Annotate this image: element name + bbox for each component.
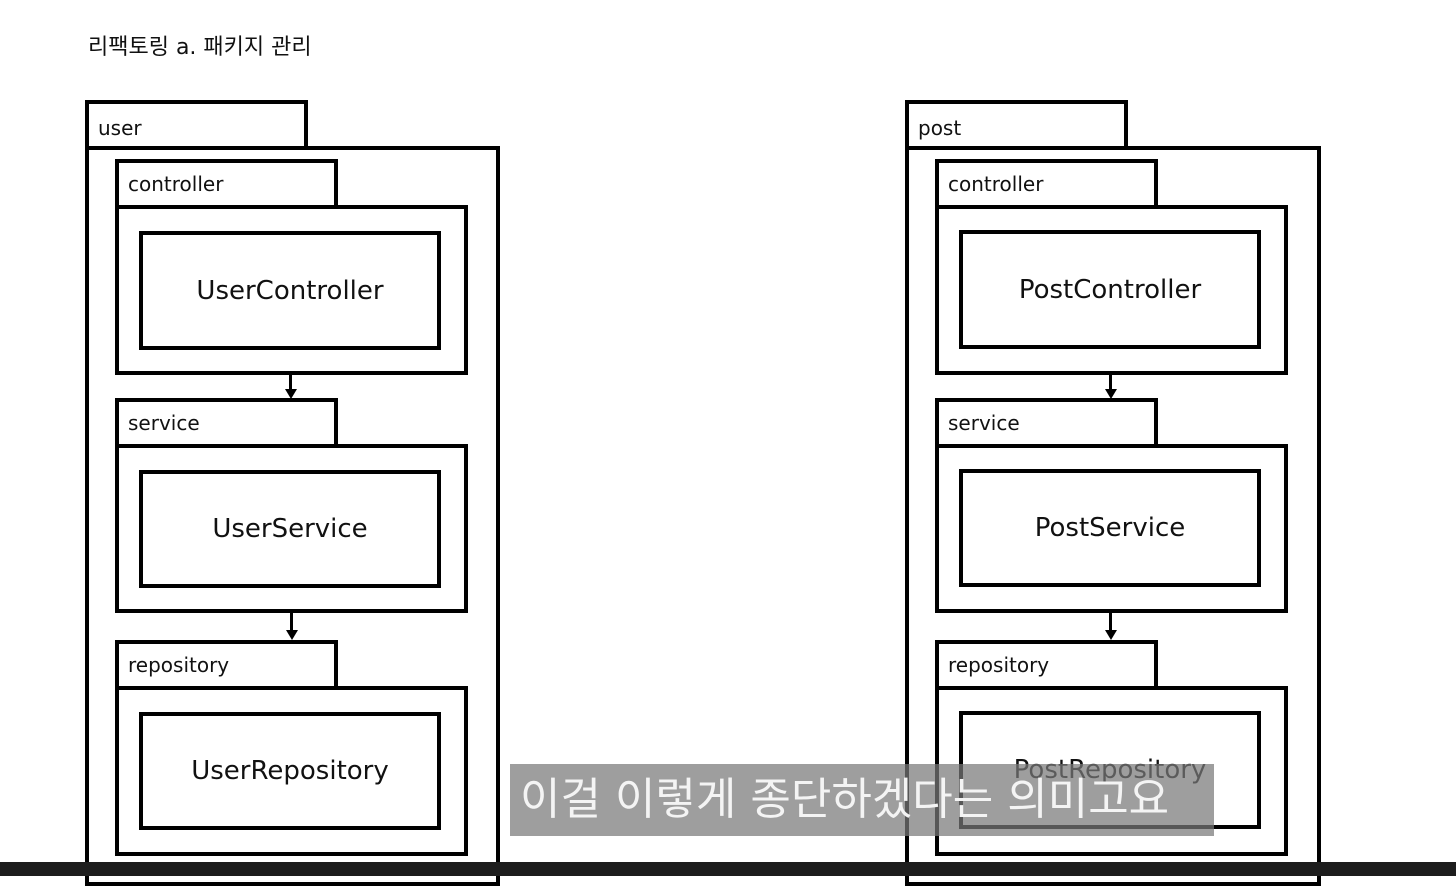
post-controller-label: controller <box>948 172 1044 196</box>
post-arrow-service-repository <box>1109 613 1112 632</box>
user-service-label: service <box>128 411 200 435</box>
package-user-tab: user <box>85 100 308 152</box>
video-caption: 이걸 이렇게 종단하겠다는 의미고요 <box>510 764 1214 836</box>
post-arrow-head-2 <box>1105 630 1117 640</box>
user-arrow-head-2 <box>286 630 298 640</box>
video-bottom-bar <box>0 862 1456 876</box>
post-controller-tab: controller <box>935 159 1158 211</box>
post-service-label: service <box>948 411 1020 435</box>
user-service-class: UserService <box>139 470 441 588</box>
user-service-tab: service <box>115 398 338 450</box>
user-repository-tab: repository <box>115 640 338 692</box>
package-user-label: user <box>98 116 142 140</box>
user-arrow-controller-service <box>289 375 292 391</box>
user-controller-class: UserController <box>139 231 441 350</box>
post-controller-class: PostController <box>959 230 1261 349</box>
package-post-label: post <box>918 116 962 140</box>
user-controller-label: controller <box>128 172 224 196</box>
post-repository-label: repository <box>948 653 1050 677</box>
slide-subtitle: 리팩토링 a. 패키지 관리 <box>88 35 312 60</box>
post-arrow-head-1 <box>1105 389 1117 399</box>
post-arrow-controller-service <box>1109 375 1112 391</box>
user-controller-tab: controller <box>115 159 338 211</box>
post-repository-tab: repository <box>935 640 1158 692</box>
package-post-tab: post <box>905 100 1128 152</box>
user-repository-label: repository <box>128 653 230 677</box>
user-arrow-head-1 <box>285 389 297 399</box>
user-arrow-service-repository <box>290 613 293 632</box>
post-service-tab: service <box>935 398 1158 450</box>
user-repository-class: UserRepository <box>139 712 441 830</box>
post-service-class: PostService <box>959 469 1261 587</box>
